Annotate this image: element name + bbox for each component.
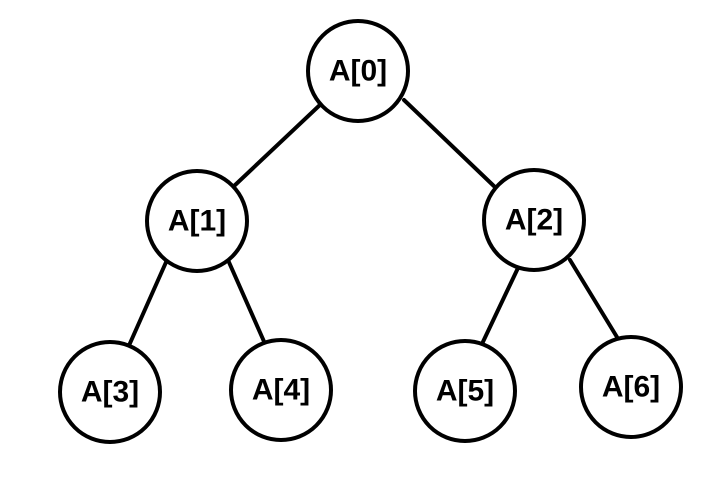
node-circle bbox=[482, 168, 586, 272]
node-circle bbox=[579, 335, 683, 439]
edge-2-6 bbox=[568, 258, 622, 344]
tree-node-2: A[2] bbox=[482, 168, 586, 272]
tree-node-4: A[4] bbox=[229, 338, 333, 442]
tree-node-6: A[6] bbox=[579, 335, 683, 439]
node-label: A[1] bbox=[168, 205, 226, 238]
edge-2-5 bbox=[479, 266, 520, 348]
node-label: A[4] bbox=[252, 374, 310, 407]
node-label: A[3] bbox=[81, 376, 139, 409]
edge-0-2 bbox=[402, 98, 499, 191]
node-circle bbox=[145, 169, 249, 273]
node-label: A[2] bbox=[505, 204, 563, 237]
edge-1-3 bbox=[125, 258, 169, 352]
node-circle bbox=[413, 339, 517, 443]
edge-0-1 bbox=[231, 101, 324, 189]
node-circle bbox=[58, 340, 162, 444]
node-circle bbox=[306, 19, 410, 123]
edge-1-4 bbox=[226, 258, 268, 348]
tree-node-1: A[1] bbox=[145, 169, 249, 273]
tree-node-3: A[3] bbox=[58, 340, 162, 444]
tree-node-0: A[0] bbox=[306, 19, 410, 123]
tree-node-5: A[5] bbox=[413, 339, 517, 443]
node-label: A[0] bbox=[329, 55, 387, 88]
node-circle bbox=[229, 338, 333, 442]
node-label: A[5] bbox=[436, 375, 494, 408]
node-label: A[6] bbox=[602, 371, 660, 404]
